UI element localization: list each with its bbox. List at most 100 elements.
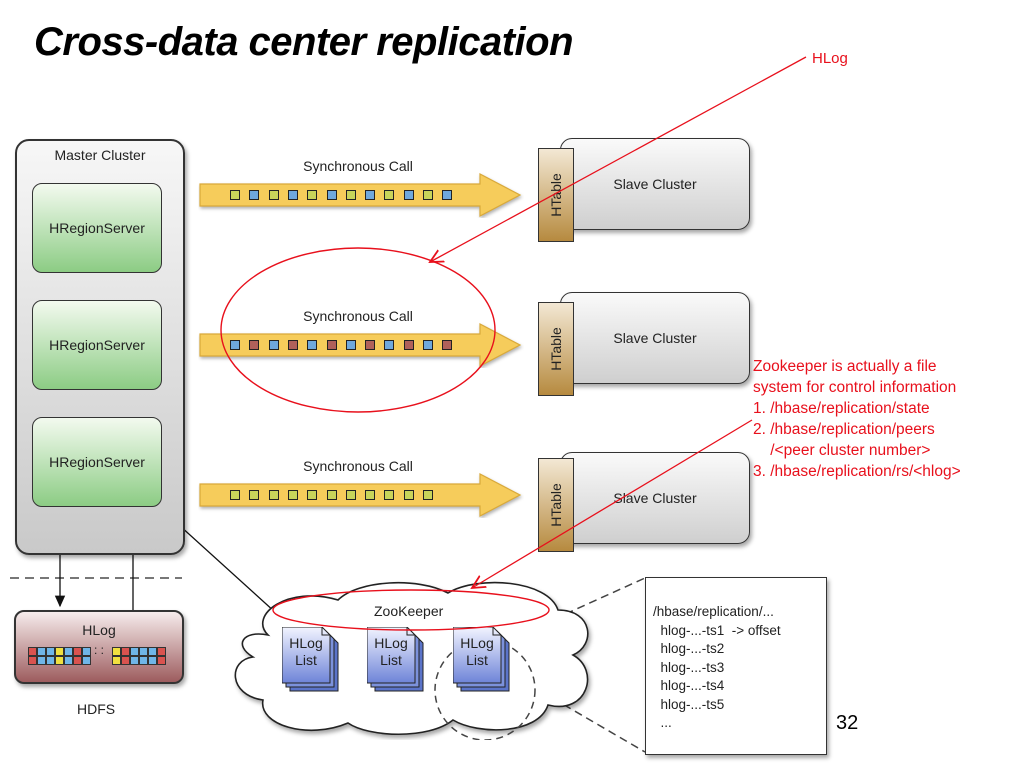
hlog-ellipsis: : : bbox=[94, 643, 105, 657]
wal-edit bbox=[403, 340, 414, 350]
wal-edit bbox=[442, 340, 453, 350]
hlog-list-label: HLog List bbox=[460, 635, 494, 668]
hlog-entry bbox=[46, 656, 55, 665]
znode-line: /hbase/replication/... bbox=[653, 604, 774, 619]
hlog-entry bbox=[148, 656, 157, 665]
wal-edit bbox=[287, 340, 298, 350]
htable-label: HTable bbox=[548, 483, 564, 527]
hlog-entry bbox=[139, 647, 148, 656]
hlog-entry bbox=[82, 647, 91, 656]
slave-cluster-label: Slave Cluster bbox=[613, 330, 697, 346]
hlog-entry bbox=[112, 647, 121, 656]
wal-edit bbox=[403, 490, 414, 500]
htable-1: HTable bbox=[538, 148, 574, 242]
hlog-entry bbox=[46, 647, 55, 656]
wal-edit bbox=[384, 340, 395, 350]
htable-label: HTable bbox=[548, 173, 564, 217]
htable-3: HTable bbox=[538, 458, 574, 552]
hlog-entry bbox=[157, 656, 166, 665]
wal-edit bbox=[249, 190, 260, 200]
hlog-entry bbox=[130, 647, 139, 656]
hlog-entry bbox=[121, 656, 130, 665]
hlog-entry bbox=[37, 656, 46, 665]
wal-edit bbox=[249, 490, 260, 500]
hlog-entry bbox=[64, 647, 73, 656]
wal-edit bbox=[442, 190, 453, 200]
hlog-entry bbox=[121, 647, 130, 656]
wal-edit bbox=[365, 190, 376, 200]
page-number: 32 bbox=[836, 712, 859, 734]
znode-listing-box: /hbase/replication/... hlog-...-ts1 -> o… bbox=[645, 577, 827, 755]
sync-call-arrow bbox=[198, 322, 524, 368]
wal-edit bbox=[268, 190, 279, 200]
hdfs-label: HDFS bbox=[77, 701, 116, 717]
wal-edit bbox=[345, 340, 356, 350]
wal-edit bbox=[287, 190, 298, 200]
hlog-entry bbox=[112, 656, 121, 665]
wal-edit bbox=[268, 340, 279, 350]
hlog-entry bbox=[55, 656, 64, 665]
wal-edit bbox=[326, 190, 337, 200]
wal-edit bbox=[230, 490, 240, 500]
znode-line: hlog-...-ts3 bbox=[653, 659, 725, 675]
sync-call-arrow bbox=[198, 472, 524, 518]
hlog-entry bbox=[55, 647, 64, 656]
hlog-list-doc: HLog List bbox=[453, 627, 510, 692]
znode-line: hlog-...-ts2 bbox=[653, 641, 725, 656]
wal-edit bbox=[345, 190, 356, 200]
wal-edit bbox=[423, 340, 433, 350]
wal-edit bbox=[307, 340, 318, 350]
hlog-entry bbox=[28, 647, 37, 656]
wal-edit bbox=[230, 340, 240, 350]
wal-edit bbox=[287, 490, 298, 500]
slave-cluster-1: Slave Cluster bbox=[560, 138, 750, 230]
slave-cluster-label: Slave Cluster bbox=[613, 176, 697, 192]
hlog-list-doc: HLog List bbox=[367, 627, 424, 692]
hlog-entry bbox=[73, 647, 82, 656]
hlog-list-doc: HLog List bbox=[282, 627, 339, 692]
hlog-list-label: HLog List bbox=[289, 635, 323, 668]
wal-edit bbox=[268, 490, 279, 500]
hlog-entry bbox=[148, 647, 157, 656]
wal-edit bbox=[384, 190, 395, 200]
wal-edit bbox=[365, 340, 376, 350]
hlog-annotation: HLog bbox=[812, 50, 848, 67]
region-server-1: HRegionServer bbox=[32, 183, 162, 273]
slave-cluster-label: Slave Cluster bbox=[613, 490, 697, 506]
hlog-entry bbox=[82, 656, 91, 665]
zoom-circle bbox=[434, 639, 536, 740]
hdfs-hlog-box: HLog : : bbox=[14, 610, 184, 684]
zookeeper-note: Zookeeper is actually a file system for … bbox=[753, 358, 961, 480]
zookeeper-label: ZooKeeper bbox=[374, 603, 444, 619]
hlog-entry bbox=[157, 647, 166, 656]
wal-edit bbox=[403, 190, 414, 200]
znode-line: hlog-...-ts5 bbox=[653, 696, 725, 712]
wal-edit bbox=[249, 340, 260, 350]
sync-call-label: Synchronous Call bbox=[303, 158, 413, 174]
region-server-2: HRegionServer bbox=[32, 300, 162, 390]
wal-edit bbox=[345, 490, 356, 500]
htable-2: HTable bbox=[538, 302, 574, 396]
wal-edit bbox=[307, 490, 318, 500]
znode-line: hlog-...-ts1 -> offset bbox=[653, 622, 781, 638]
hlog-list-label: HLog List bbox=[374, 635, 408, 668]
wal-edit bbox=[423, 190, 433, 200]
hlog-entry bbox=[73, 656, 82, 665]
hlog-entry bbox=[28, 656, 37, 665]
znode-line: ... bbox=[653, 715, 672, 730]
slave-cluster-2: Slave Cluster bbox=[560, 292, 750, 384]
wal-edit bbox=[365, 490, 376, 500]
htable-label: HTable bbox=[548, 327, 564, 371]
hlog-entry bbox=[37, 647, 46, 656]
master-cluster-title: Master Cluster bbox=[54, 147, 146, 163]
wal-edit bbox=[423, 490, 433, 500]
sync-call-arrow bbox=[198, 172, 524, 218]
hlog-entry bbox=[64, 656, 73, 665]
region-server-3: HRegionServer bbox=[32, 417, 162, 507]
wal-edit bbox=[230, 190, 240, 200]
hdfs-hlog-title: HLog bbox=[82, 622, 116, 638]
wal-edit bbox=[307, 190, 318, 200]
wal-edit bbox=[384, 490, 395, 500]
hlog-entry bbox=[130, 656, 139, 665]
sync-call-label: Synchronous Call bbox=[303, 458, 413, 474]
